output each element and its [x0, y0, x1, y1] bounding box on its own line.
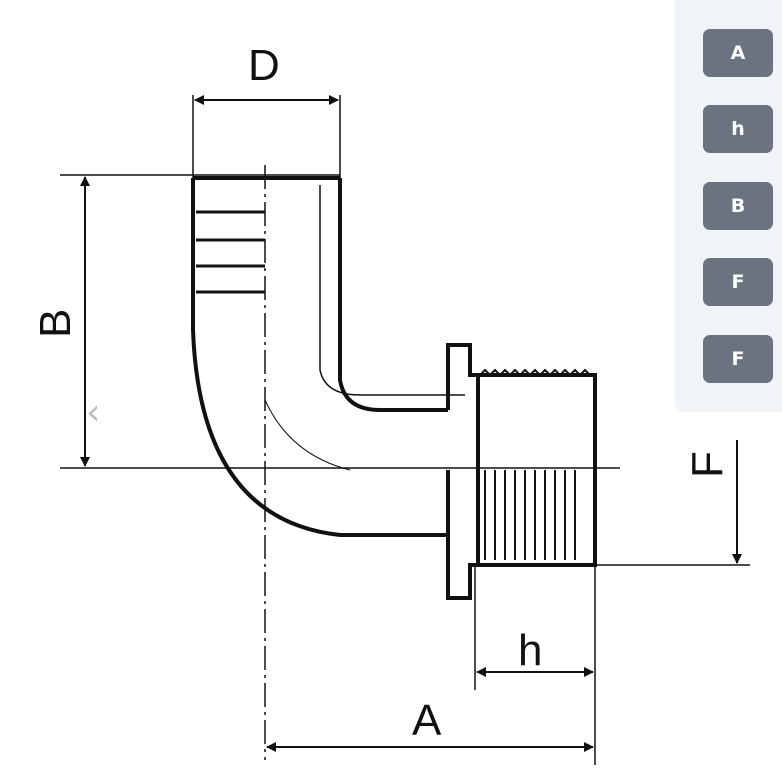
elbow-bore	[319, 185, 465, 396]
flange	[446, 343, 478, 600]
thread-lines	[484, 470, 576, 560]
dimension-button-f-2[interactable]: F	[703, 335, 773, 383]
dimension-button-a[interactable]: A	[703, 29, 773, 77]
elbow-inner-wall	[338, 178, 448, 412]
label-b: B	[31, 309, 80, 338]
dimension-button-f[interactable]: F	[703, 258, 773, 306]
barb-ribs	[196, 210, 265, 294]
chevron-left-icon[interactable]: ‹	[86, 392, 101, 433]
dimension-button-b[interactable]: B	[703, 182, 773, 230]
label-d: D	[248, 41, 280, 90]
elbow-outer-wall	[191, 178, 448, 537]
label-f: F	[683, 451, 732, 478]
dimension-button-panel: A h B F F	[675, 0, 782, 412]
label-a: A	[412, 696, 442, 745]
dimension-button-h[interactable]: h	[703, 105, 773, 153]
elbow-inner-arc	[264, 399, 351, 471]
thread-teeth	[479, 368, 591, 377]
label-h: h	[518, 626, 542, 675]
